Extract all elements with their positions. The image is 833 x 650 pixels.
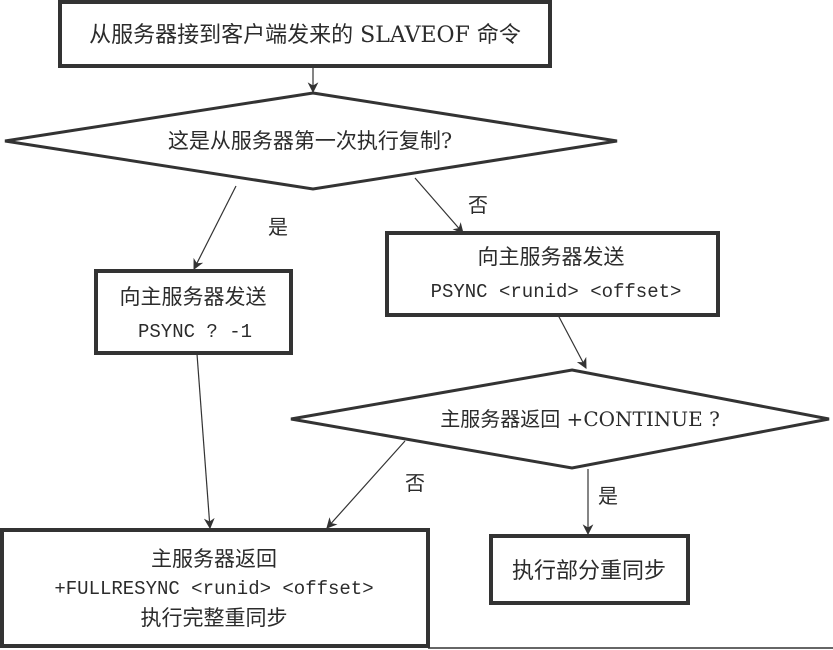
node-full-resync-line2: +FULLRESYNC <runid> <offset>: [54, 578, 373, 600]
node-full-resync: 主服务器返回 +FULLRESYNC <runid> <offset> 执行完整…: [0, 528, 430, 648]
node-full-resync-line1: 主服务器返回: [151, 547, 277, 571]
node-send-psync-partial: 向主服务器发送 PSYNC <runid> <offset>: [385, 231, 720, 317]
node-partial-resync: 执行部分重同步: [489, 534, 690, 605]
edges: [193, 68, 594, 536]
edge-label-yes-2: 是: [598, 484, 618, 508]
node-full-resync-line3: 执行完整重同步: [141, 606, 288, 630]
edge-label-yes-1: 是: [268, 215, 288, 239]
edge-send-psync-partial-to-continue-check: [557, 314, 587, 369]
node-send-psync-full-line2: PSYNC ? -1: [138, 321, 252, 343]
node-send-psync-full-line1: 向主服务器发送: [120, 285, 267, 309]
node-continue-check: 主服务器返回 +CONTINUE ?: [290, 368, 830, 470]
node-send-psync-partial-line2: PSYNC <runid> <offset>: [431, 281, 682, 303]
edge-continue-check-to-full-resync: [326, 440, 406, 529]
node-start: 从服务器接到客户端发来的 SLAVEOF 命令: [58, 0, 552, 68]
edge-send-psync-full-to-full-resync: [196, 353, 215, 530]
node-partial-resync-text: 执行部分重同步: [512, 559, 666, 584]
edge-first-replication-to-send-psync-full: [193, 185, 237, 270]
edge-label-no-2: 否: [405, 471, 425, 495]
node-continue-check-text: 主服务器返回 +CONTINUE ?: [440, 407, 720, 431]
edge-first-replication-to-send-psync-partial: [414, 177, 464, 234]
node-send-psync-full: 向主服务器发送 PSYNC ? -1: [94, 269, 293, 355]
node-first-replication: 这是从服务器第一次执行复制?: [4, 91, 618, 191]
edge-label-no-1: 否: [468, 193, 488, 217]
node-first-replication-text: 这是从服务器第一次执行复制?: [168, 129, 452, 153]
node-send-psync-partial-line1: 向主服务器发送: [478, 245, 625, 269]
node-start-text: 从服务器接到客户端发来的 SLAVEOF 命令: [89, 23, 521, 48]
